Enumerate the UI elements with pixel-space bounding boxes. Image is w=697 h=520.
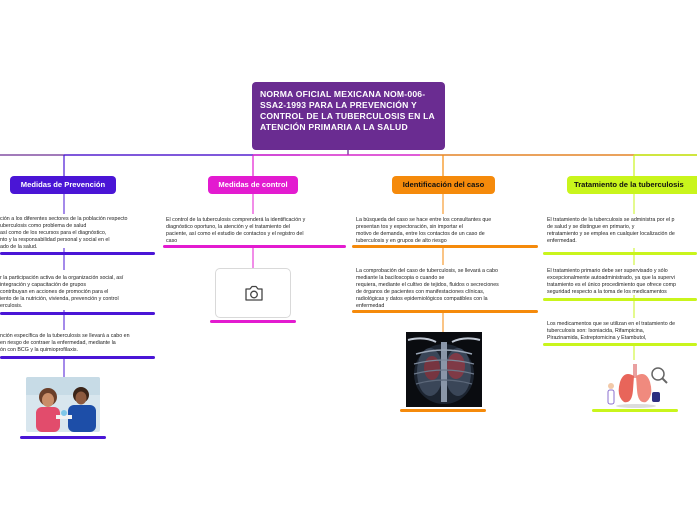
topic-text: nción específica de la tuberculosis se l…: [0, 333, 130, 353]
topic-tratamiento-1[interactable]: El tratamiento de la tuberculosis se adm…: [547, 217, 697, 245]
topic-text: La comprobación del caso de tuberculosis…: [356, 268, 499, 309]
topic-text: r la participación activa de la organiza…: [0, 275, 124, 309]
topic-text: La búsqueda del caso se hace entre los c…: [356, 217, 492, 244]
topic-identificacion-2[interactable]: La comprobación del caso de tuberculosis…: [356, 268, 538, 310]
topic-text: ción a los diferentes sectores de la pob…: [0, 216, 128, 250]
central-topic[interactable]: NORMA OFICIAL MEXICANA NOM-006-SSA2-1993…: [252, 82, 445, 150]
topic-text: El control de la tuberculosis comprender…: [166, 217, 306, 244]
topic-underline: [0, 312, 155, 315]
branch-medidas-control[interactable]: Medidas de control: [208, 176, 298, 194]
lungs-illustration-image[interactable]: [600, 360, 672, 410]
topic-identificacion-1[interactable]: La búsqueda del caso se hace entre los c…: [356, 217, 538, 245]
topic-underline: [0, 252, 155, 255]
topic-prevencion-1[interactable]: ción a los diferentes sectores de la pob…: [0, 216, 160, 251]
topic-tratamiento-2[interactable]: El tratamiento primario debe ser supervi…: [547, 268, 697, 296]
image-underline: [400, 409, 486, 412]
image-underline: [20, 436, 106, 439]
topic-underline: [163, 245, 346, 248]
children-science-image[interactable]: [26, 377, 100, 432]
topic-text: El tratamiento primario debe ser supervi…: [547, 268, 676, 295]
topic-control-1[interactable]: El control de la tuberculosis comprender…: [166, 217, 346, 245]
topic-tratamiento-3[interactable]: Los medicamentos que se utilizan en el t…: [547, 321, 697, 342]
branch-tratamiento[interactable]: Tratamiento de la tuberculosis: [567, 176, 697, 194]
image-underline: [210, 320, 296, 323]
chest-xray-image[interactable]: [406, 332, 482, 407]
topic-prevencion-2[interactable]: r la participación activa de la organiza…: [0, 275, 160, 310]
branch-identificacion-caso[interactable]: Identificación del caso: [392, 176, 495, 194]
topic-underline: [543, 298, 697, 301]
branch-medidas-prevencion[interactable]: Medidas de Prevención: [10, 176, 116, 194]
topic-underline: [0, 356, 155, 359]
image-underline: [592, 409, 678, 412]
topic-underline: [352, 245, 538, 248]
image-placeholder[interactable]: [215, 268, 291, 318]
topic-text: El tratamiento de la tuberculosis se adm…: [547, 217, 675, 244]
topic-underline: [352, 310, 538, 313]
topic-underline: [543, 343, 697, 346]
topic-text: Los medicamentos que se utilizan en el t…: [547, 321, 676, 341]
camera-icon: [245, 285, 263, 301]
topic-underline: [543, 252, 697, 255]
topic-prevencion-3[interactable]: nción específica de la tuberculosis se l…: [0, 333, 160, 354]
